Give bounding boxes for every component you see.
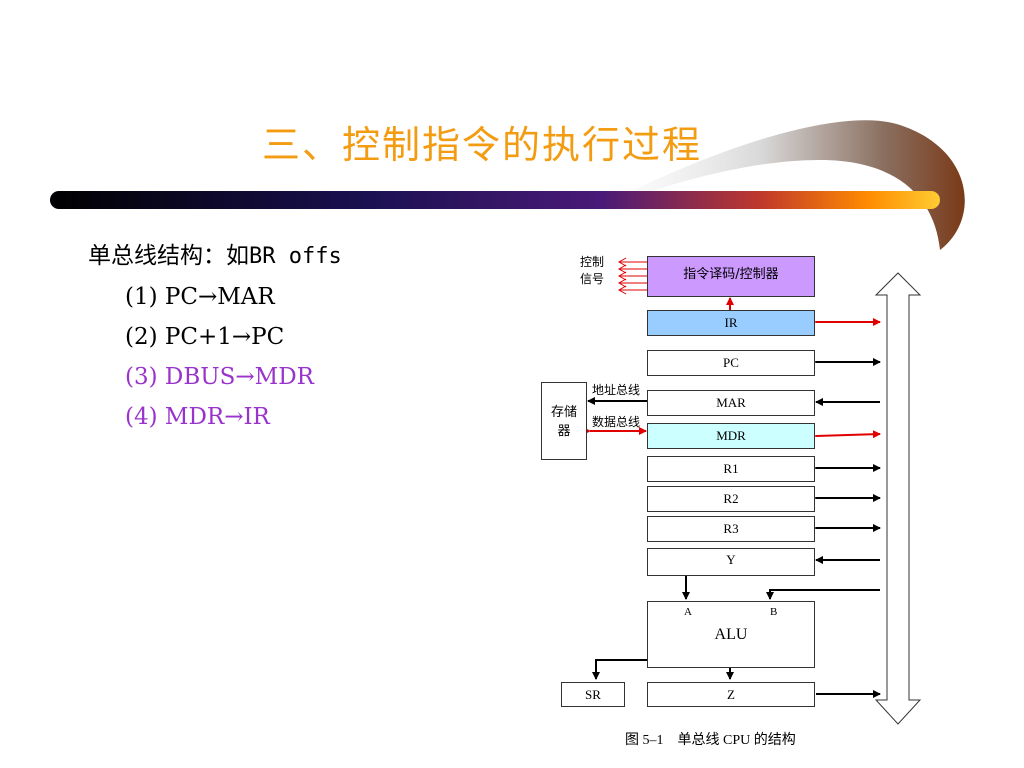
r1-register: R1 [647,456,815,482]
structure-heading: 单总线结构：如BR offs [88,236,342,277]
address-bus-label: 地址总线 [592,383,641,397]
heading-prefix: 单总线结构：如 [88,243,249,269]
bus-to-alu-b-arrow [766,589,880,600]
memory-label-1: 存储 [550,405,577,420]
alu-to-sr-arrow [592,659,648,680]
mdr-bus-arrow [808,430,881,441]
step-3: (3) DBUS→MDR [125,364,314,390]
r3-register: R3 [647,516,815,542]
control-signal-label-2: 信号 [580,272,605,286]
slide-title: 三、控制指令的执行过程 [262,123,703,167]
alu-label: ALU [714,625,748,643]
mar-register: MAR [647,390,815,416]
pc-register: PC [647,350,815,376]
decoder-controller-box: 指令译码/控制器 [647,256,815,297]
decoder-label: 指令译码/控制器 [683,267,779,282]
figure-caption: 图 5–1 单总线 CPU 的结构 [625,733,796,748]
alu-input-a-label: A [684,606,692,618]
step-1: (1) PC→MAR [125,284,275,310]
data-bus-label: 数据总线 [592,415,641,429]
control-signal-label-1: 控制 [580,255,605,269]
alu-box: A B ALU [647,601,815,668]
heading-code: BR offs [249,244,342,269]
memory-label-2: 器 [557,424,571,439]
ir-register: IR [647,310,815,336]
y-register: Y [647,548,815,576]
alu-input-b-label: B [770,606,778,618]
mdr-register: MDR [647,423,815,449]
step-2: (2) PC+1→PC [125,324,285,350]
step-4: (4) MDR→IR [125,404,270,430]
internal-bus [874,272,922,725]
r2-register: R2 [647,486,815,512]
control-signal-lines [617,257,647,295]
sr-register: SR [561,682,625,707]
body-text: 单总线结构：如BR offs (1) PC→MAR (2) PC+1→PC (3… [88,236,342,437]
memory-box: 存储 器 [541,382,587,460]
z-register: Z [647,682,815,707]
